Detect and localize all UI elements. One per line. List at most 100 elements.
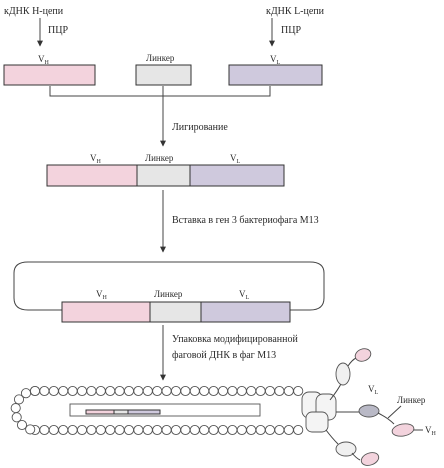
vl-fragment [228, 64, 323, 86]
upper-vl-domain [335, 362, 351, 386]
coat-protein-bead [170, 424, 182, 436]
coat-protein-bead [152, 424, 163, 436]
phage-genome-loop [13, 261, 325, 311]
coat-protein-bead [39, 424, 50, 436]
coat-protein-bead [199, 424, 210, 436]
coat-protein-bead [217, 424, 229, 436]
h-chain-cdna-label: кДНК Н-цепи [4, 6, 64, 17]
coat-protein-bead [10, 403, 21, 414]
coat-protein-bead [114, 424, 125, 436]
pcr-right-label: ПЦР [281, 25, 301, 36]
coat-protein-bead [180, 385, 191, 397]
ligated-linker-segment [136, 164, 191, 187]
insert-vh-segment [61, 301, 151, 323]
lower-vl-domain [335, 441, 357, 457]
coat-protein-bead [170, 385, 182, 397]
l-chain-cdna-label: кДНК L-цепи [266, 6, 325, 17]
inner-construct-linker [113, 409, 129, 415]
phage-tip-proteins [301, 391, 337, 433]
coat-protein-bead [161, 424, 172, 436]
ligated-vh-label: VH [90, 153, 102, 165]
coat-protein-bead [283, 385, 294, 397]
inner-construct-vh [85, 409, 115, 415]
lower-vh-domain [360, 452, 380, 466]
coat-protein-bead [236, 424, 247, 436]
coat-protein-bead [39, 385, 50, 397]
coat-protein-bead [236, 385, 247, 397]
coat-protein-bead [123, 424, 135, 436]
middle-vl-domain [358, 404, 380, 418]
coat-protein-bead [76, 424, 88, 436]
coat-protein-bead [283, 424, 294, 436]
coat-protein-bead [95, 424, 106, 436]
coat-protein-bead [105, 385, 116, 397]
coat-protein-bead [142, 424, 153, 436]
coat-protein-bead [86, 424, 97, 436]
coat-protein-bead [199, 385, 210, 397]
coat-protein-bead [48, 424, 59, 436]
coat-protein-bead [227, 424, 238, 436]
vh-fragment [3, 64, 96, 86]
packaging-label-line2: фаговой ДНК в фаг М13 [172, 350, 276, 361]
coat-protein-bead [152, 385, 163, 397]
coat-protein-bead [246, 424, 257, 436]
coat-protein-bead [123, 385, 135, 397]
coat-protein-bead [180, 424, 191, 436]
scfv-display-upper [329, 348, 372, 401]
coat-protein-bead [13, 394, 25, 405]
coat-protein-bead [293, 385, 304, 397]
insert-linker-label: Линкер [154, 289, 183, 299]
coat-protein-bead [293, 424, 304, 436]
coat-protein-bead [189, 424, 200, 436]
ligation-connector [49, 86, 271, 97]
phage-vl-label: VL [368, 384, 379, 396]
insert-vh-label: VH [96, 289, 108, 301]
ligated-vl-label: VL [230, 153, 241, 165]
coat-protein-bead [58, 424, 69, 436]
coat-protein-bead [227, 385, 238, 397]
inner-construct-vl [127, 409, 161, 415]
coat-protein-bead [105, 424, 116, 436]
insertion-label: Вставка в ген 3 бактериофага М13 [172, 215, 319, 226]
coat-protein-bead [20, 388, 32, 399]
coat-protein-bead [25, 424, 36, 435]
phage-vh-label: VH [425, 425, 437, 437]
ligated-vl-segment [189, 164, 285, 187]
coat-protein-bead [255, 424, 266, 436]
inner-construct-outline [69, 403, 261, 417]
phage-coat-bead-chain [10, 385, 304, 436]
vh-fragment-label: VH [38, 54, 50, 66]
coat-protein-bead [95, 385, 106, 397]
coat-protein-bead [67, 424, 78, 436]
coat-protein-bead [133, 385, 144, 397]
phage-linker-pointer [387, 405, 402, 419]
coat-protein-bead [208, 424, 219, 436]
coat-protein-bead [11, 412, 22, 423]
coat-protein-bead [274, 424, 285, 436]
packaging-label-line1: Упаковка модифицированной [172, 334, 298, 345]
coat-protein-bead [208, 385, 219, 397]
scfv-display-lower [325, 429, 380, 466]
coat-protein-bead [48, 385, 59, 397]
vl-fragment-label: VL [270, 54, 281, 66]
coat-protein-bead [86, 385, 97, 397]
coat-protein-bead [264, 424, 276, 436]
coat-protein-bead [67, 385, 78, 397]
gene3-protein-c [305, 411, 329, 433]
coat-protein-bead [58, 385, 69, 397]
coat-protein-bead [189, 385, 200, 397]
insert-vl-label: VL [239, 289, 250, 301]
coat-protein-bead [246, 385, 257, 397]
coat-protein-bead [16, 419, 28, 431]
insert-linker-segment [149, 301, 202, 323]
insert-vl-segment [200, 301, 291, 323]
linker-fragment [135, 64, 192, 86]
ligated-linker-label: Линкер [145, 153, 174, 163]
coat-protein-bead [76, 385, 88, 397]
coat-protein-bead [264, 385, 276, 397]
coat-protein-bead [29, 385, 41, 397]
coat-protein-bead [274, 385, 285, 397]
coat-protein-bead [133, 424, 144, 436]
coat-protein-bead [217, 385, 229, 397]
